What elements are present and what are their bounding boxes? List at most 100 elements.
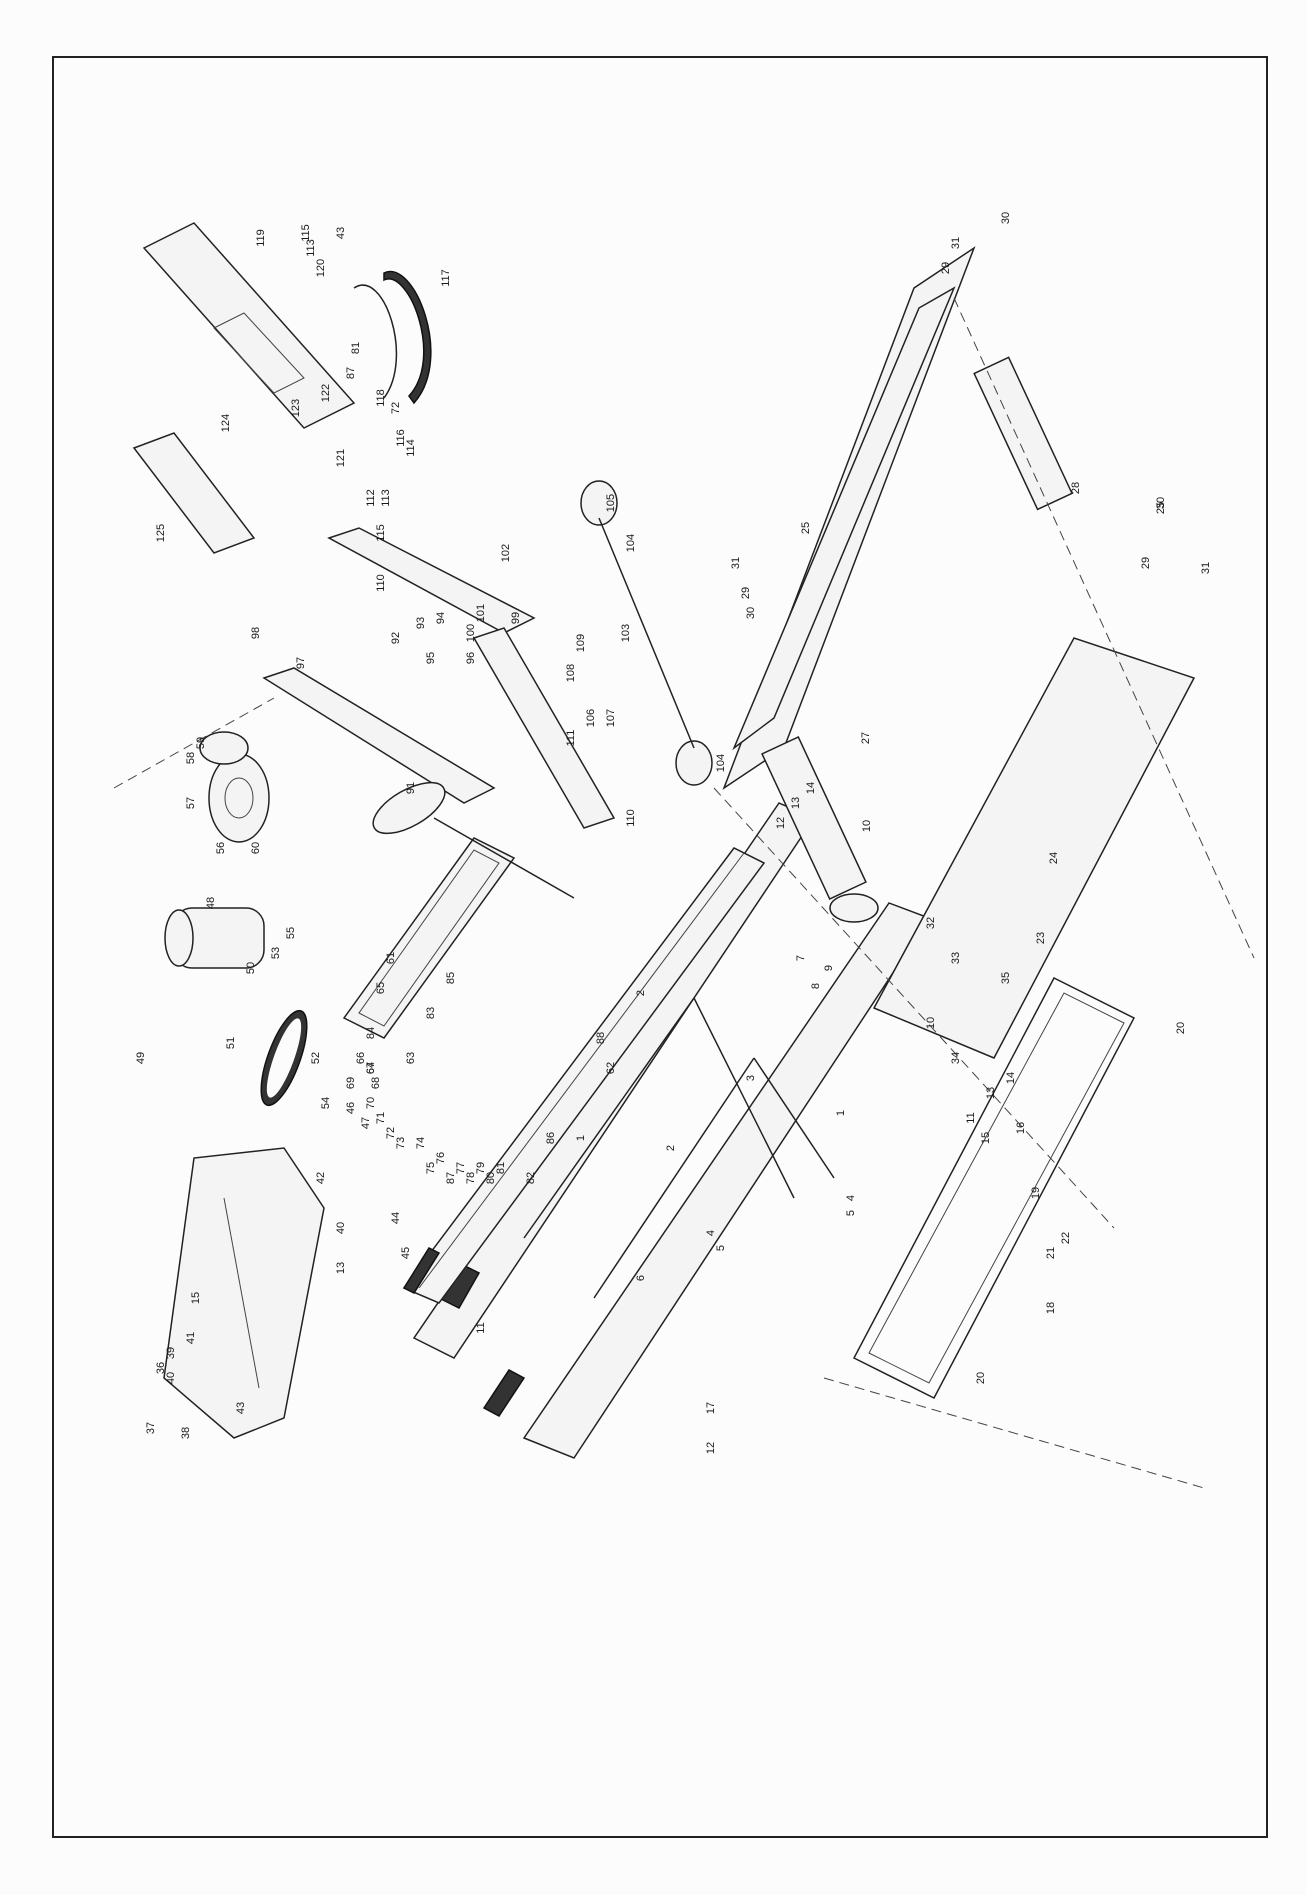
part-callout: 88 xyxy=(595,1032,607,1044)
front-roller xyxy=(761,736,879,923)
part-callout: 68 xyxy=(370,1077,382,1089)
part-callout: 92 xyxy=(390,632,402,644)
part-callout: 11 xyxy=(475,1322,487,1333)
part-callout: 30 xyxy=(1000,212,1012,224)
part-callout: 21 xyxy=(1045,1247,1057,1259)
part-callout: 121 xyxy=(335,449,347,467)
rear-roller xyxy=(973,356,1074,511)
part-callout: 78 xyxy=(465,1172,477,1184)
drawing-frame xyxy=(52,56,1268,1838)
part-callout: 43 xyxy=(335,227,347,239)
part-callout: 103 xyxy=(620,624,632,642)
part-callout: 94 xyxy=(435,612,447,624)
crossbar-frame xyxy=(523,997,835,1299)
part-callout: 3 xyxy=(745,1075,757,1081)
part-callout: 9 xyxy=(823,965,835,971)
part-callout: 20 xyxy=(975,1372,987,1384)
lift-frame xyxy=(472,480,713,829)
part-callout: 12 xyxy=(775,817,787,829)
part-callout: 124 xyxy=(220,414,232,432)
part-callout: 18 xyxy=(1045,1302,1057,1314)
part-callout: 33 xyxy=(950,952,962,964)
part-callout: 81 xyxy=(495,1162,507,1174)
part-callout: 99 xyxy=(510,612,522,624)
part-callout: 64 xyxy=(365,1062,377,1074)
part-callout: 60 xyxy=(250,842,262,854)
part-callout: 79 xyxy=(475,1162,487,1174)
base-frame xyxy=(852,977,1136,1399)
part-callout: 86 xyxy=(545,1132,557,1144)
part-callout: 106 xyxy=(585,709,597,727)
part-callout: 14 xyxy=(1005,1072,1017,1084)
part-callout: 61 xyxy=(385,952,397,964)
part-callout: 6 xyxy=(635,1275,647,1281)
part-callout: 46 xyxy=(345,1102,357,1114)
part-callout: 111 xyxy=(565,730,577,747)
part-callout: 13 xyxy=(985,1087,997,1099)
part-callout: 97 xyxy=(295,657,307,669)
part-callout: 96 xyxy=(465,652,477,664)
part-callout: 47 xyxy=(360,1117,372,1129)
part-callout: 36 xyxy=(155,1362,167,1374)
part-callout: 14 xyxy=(805,782,817,794)
part-callout: 104 xyxy=(625,534,637,552)
part-callout: 42 xyxy=(315,1172,327,1184)
part-callout: 52 xyxy=(310,1052,322,1064)
part-callout: 25 xyxy=(1155,502,1167,514)
part-callout: 43 xyxy=(235,1402,247,1414)
part-callout: 10 xyxy=(925,1017,937,1029)
part-callout: 74 xyxy=(415,1137,427,1149)
part-callout: 51 xyxy=(225,1037,237,1049)
part-callout: 107 xyxy=(605,709,617,727)
part-callout: 63 xyxy=(405,1052,417,1064)
part-callout: 1 xyxy=(835,1110,847,1116)
part-callout: 5 xyxy=(715,1245,727,1251)
motor-base-plate xyxy=(342,837,516,1039)
part-callout: 50 xyxy=(245,962,257,974)
part-callout: 75 xyxy=(425,1162,437,1174)
part-callout: 35 xyxy=(1000,972,1012,984)
part-callout: 87 xyxy=(345,367,357,379)
rail-cover-strip xyxy=(402,847,766,1304)
part-callout: 4 xyxy=(705,1230,717,1236)
part-callout: 13 xyxy=(790,797,802,809)
part-callout: 2 xyxy=(635,990,647,996)
part-callout: 19 xyxy=(1030,1187,1042,1199)
part-callout: 28 xyxy=(1070,482,1082,494)
motor-hood xyxy=(163,1147,325,1439)
part-callout: 84 xyxy=(365,1027,377,1039)
part-callout: 118 xyxy=(375,389,387,407)
part-callout: 31 xyxy=(730,557,742,569)
part-callout: 101 xyxy=(475,604,487,622)
part-callout: 62 xyxy=(605,1062,617,1074)
part-callout: 39 xyxy=(165,1347,177,1359)
part-callout: 55 xyxy=(285,927,297,939)
part-callout: 29 xyxy=(1140,557,1152,569)
part-callout: 98 xyxy=(250,627,262,639)
part-callout: 104 xyxy=(715,754,727,772)
part-callout: 66 xyxy=(355,1052,367,1064)
part-callout: 34 xyxy=(950,1052,962,1064)
handrail-bars xyxy=(353,270,432,405)
part-callout: 93 xyxy=(415,617,427,629)
part-callout: 37 xyxy=(145,1422,157,1434)
console-panel xyxy=(142,222,356,429)
assembly-guide-lines xyxy=(113,297,1255,1489)
drive-motor xyxy=(164,907,265,969)
walking-belt xyxy=(722,246,976,790)
part-callout: 115 xyxy=(375,524,387,542)
part-callout: 81 xyxy=(350,342,362,354)
part-callout: 76 xyxy=(435,1152,447,1164)
part-callout: 10 xyxy=(861,820,873,832)
part-callout: 83 xyxy=(425,1007,437,1019)
part-callout: 73 xyxy=(395,1137,407,1149)
elevation-motor xyxy=(372,781,575,899)
part-callout: 122 xyxy=(320,384,332,402)
part-callout: 56 xyxy=(215,842,227,854)
part-callout: 102 xyxy=(500,544,512,562)
part-callout: 40 xyxy=(335,1222,347,1234)
part-callout: 4 xyxy=(845,1195,857,1201)
part-callout: 70 xyxy=(365,1097,377,1109)
part-callout: 2 xyxy=(665,1145,677,1151)
